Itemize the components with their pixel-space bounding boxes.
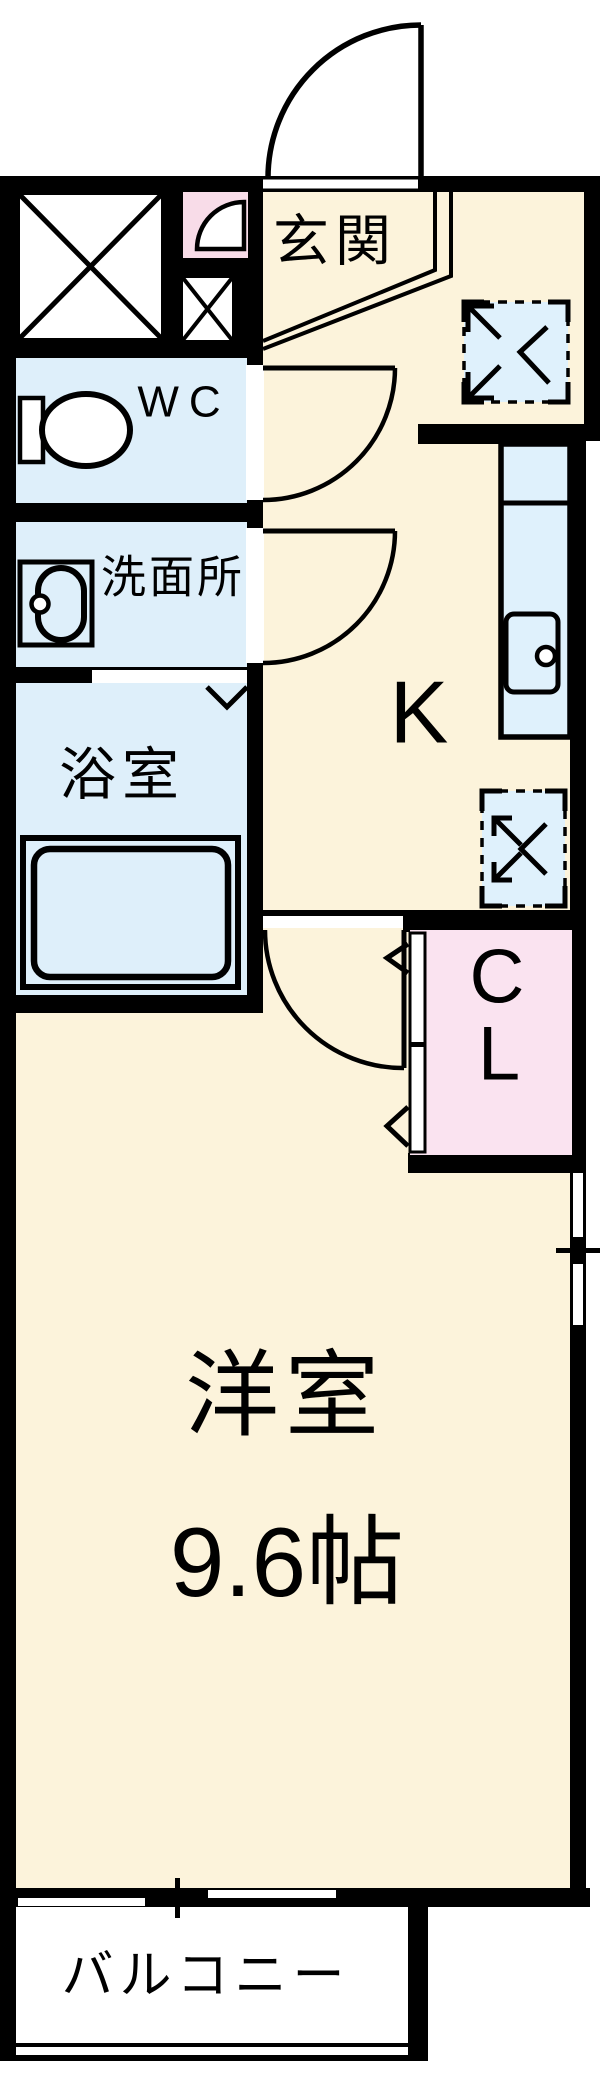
wall-segment [418, 424, 586, 444]
wc-door-arc [262, 367, 398, 503]
hallway-floor [263, 192, 418, 928]
closet [382, 930, 572, 1155]
balcony-edge-line [16, 2043, 408, 2047]
side-window-tick [556, 1248, 600, 1253]
chevron-left-icon [516, 325, 551, 385]
openings [18, 180, 600, 1918]
western-room-size-label: 9.6帖 [170, 1507, 404, 1617]
arrow-icon [465, 303, 502, 401]
toilet-icon [17, 391, 133, 469]
wall-segment [263, 176, 418, 180]
entrance-step-line [262, 192, 453, 351]
refrigerator-space [461, 299, 571, 405]
balcony-edge-line [16, 2055, 408, 2061]
closet-label-l: L [478, 1012, 520, 1097]
stairwell-x-icon [18, 193, 163, 340]
doors [205, 22, 453, 1071]
entrance-opening [265, 180, 416, 188]
wall-segment [408, 1153, 577, 1173]
labels: 玄関 WC 洗面所 浴室 K C L 洋室 9.6帖 バルコニー [59, 210, 524, 2006]
balcony-label: バルコニー [62, 1947, 351, 2005]
wall-segment [584, 176, 600, 441]
wc-label: WC [137, 378, 230, 427]
entrance-step-line [262, 192, 437, 343]
faucet-icon [29, 593, 51, 615]
washing-machine-space [479, 788, 568, 909]
faucet-icon [534, 644, 558, 668]
chevron-left-icon [517, 822, 548, 876]
closet-label-c: C [470, 935, 525, 1020]
bathtub-inner [30, 845, 232, 981]
fixtures [17, 299, 573, 990]
washbasin-icon [17, 559, 95, 648]
closet-door-chevron-icon [383, 1105, 410, 1148]
entrance-door-arc [265, 22, 422, 179]
storage-door-arc-icon [194, 199, 247, 252]
washbasin-counter [17, 559, 95, 648]
bathtub-icon [20, 835, 241, 990]
kitchen-sink-icon [503, 611, 561, 695]
closet-door-divider [410, 1042, 425, 1047]
wall-segment [263, 188, 418, 192]
balcony-window-sash [208, 1890, 336, 1898]
washroom-label: 洗面所 [101, 552, 245, 603]
arrow-icon [491, 815, 523, 883]
balcony-wall [408, 1907, 428, 2061]
wall-segment [16, 503, 263, 522]
entrance-label: 玄関 [273, 210, 397, 273]
toilet-bowl [39, 391, 133, 469]
kitchen-counter [498, 441, 573, 740]
wall-segment [263, 910, 403, 916]
bathtub-outer [20, 835, 241, 990]
wc-door-opening [246, 365, 264, 500]
kitchen-room-opening [263, 916, 403, 928]
wall-segment [0, 176, 16, 2061]
bathroom-door-chevron-icon [205, 685, 249, 711]
washing-machine-box-corners [479, 788, 568, 909]
pipe-space-x-icon [181, 276, 234, 342]
balcony-window-sash [18, 1898, 145, 1906]
western-room-label: 洋室 [185, 1343, 385, 1448]
wall-segment [418, 176, 600, 192]
room-door-arc [262, 929, 405, 1071]
kitchen-label: K [390, 663, 449, 762]
wall-segment [570, 424, 586, 1907]
refrigerator-box-corners [461, 299, 571, 405]
bathroom-label: 浴室 [59, 743, 185, 807]
bathroom-door-opening [92, 670, 247, 683]
wall-segment [403, 910, 577, 932]
closet-area [410, 930, 572, 1155]
wall-segment [0, 995, 263, 1013]
washroom-door-arc [262, 530, 398, 666]
washroom-door-opening [246, 528, 264, 663]
balcony-window-tick [175, 1878, 180, 1918]
closet-door-chevron-icon [382, 941, 410, 976]
